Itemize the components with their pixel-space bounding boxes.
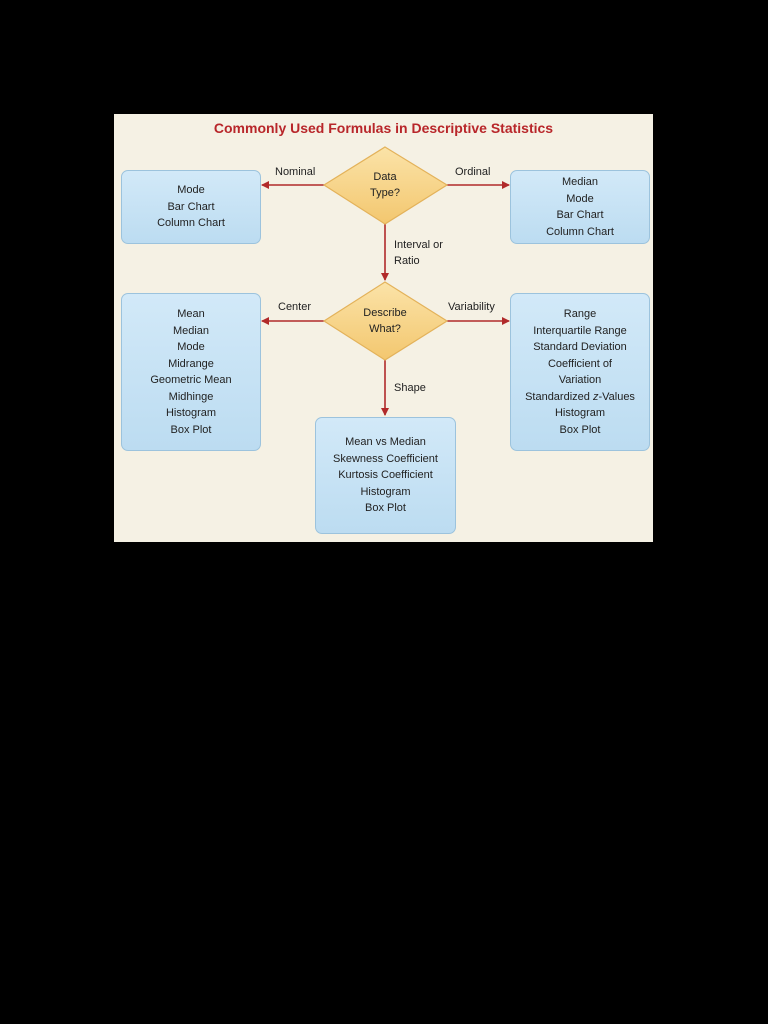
box-shape-item: Skewness Coefficient — [333, 452, 438, 465]
box-shape: Mean vs Median Skewness Coefficient Kurt… — [315, 417, 456, 534]
box-variability-item: Standard Deviation — [533, 341, 627, 353]
box-nominal-item: Column Chart — [157, 217, 225, 230]
edge-label-nominal: Nominal — [275, 166, 316, 178]
diagram-panel: Commonly Used Formulas in Descriptive St… — [114, 114, 653, 542]
edge-label-center: Center — [278, 301, 312, 313]
box-variability-item: Standardized z-Values — [525, 390, 635, 403]
box-variability: Range Interquartile Range Standard Devia… — [510, 293, 650, 451]
box-center-item: Geometric Mean — [150, 374, 232, 386]
box-variability-item: Range — [563, 308, 597, 320]
diagram-connectors — [261, 146, 510, 416]
box-nominal-item: Mode — [177, 184, 205, 197]
box-shape-item: Box Plot — [365, 502, 406, 515]
edge-label-ordinal: Ordinal — [455, 166, 491, 178]
edge-label-interval-2: Ratio — [394, 255, 420, 267]
box-ordinal-item: Bar Chart — [556, 209, 604, 221]
box-center-item: Histogram — [165, 407, 217, 419]
box-center-item: Midhinge — [168, 390, 214, 403]
box-variability-item: Histogram — [554, 407, 606, 419]
edge-label-interval-1: Interval or — [394, 239, 443, 251]
box-ordinal-item: Column Chart — [546, 225, 614, 238]
diagram-title: Commonly Used Formulas in Descriptive St… — [213, 120, 554, 136]
box-variability-item: Interquartile Range — [533, 324, 627, 337]
edge-label-shape: Shape — [394, 382, 426, 394]
box-nominal: Mode Bar Chart Column Chart — [121, 170, 261, 244]
box-center: Mean Median Mode Midrange Geometric Mean… — [121, 293, 261, 451]
box-center-item: Box Plot — [170, 423, 212, 436]
describe-what-text: Describe What? — [345, 305, 425, 337]
describe-what-line-2: What? — [369, 323, 401, 335]
describe-what-line-1: Describe — [363, 307, 407, 319]
data-type-text: Data Type? — [345, 169, 425, 201]
box-ordinal-item: Median — [561, 176, 599, 188]
box-center-item: Midrange — [168, 357, 214, 370]
box-shape-item: Kurtosis Coefficient — [338, 469, 433, 482]
box-shape-item: Histogram — [360, 485, 411, 498]
box-center-item: Mean — [177, 308, 205, 320]
box-variability-item: Coefficient of — [547, 357, 612, 370]
box-center-item: Mode — [177, 341, 205, 353]
decision-diamond-data-type — [322, 146, 449, 225]
edge-label-variability: Variability — [448, 301, 495, 313]
decision-diamond-describe-what — [322, 281, 449, 361]
box-ordinal-item: Mode — [566, 192, 594, 205]
box-shape-item: Mean vs Median — [345, 436, 426, 449]
box-center-item: Median — [172, 324, 210, 337]
box-variability-item: Variation — [558, 374, 602, 386]
data-type-line-2: Type? — [370, 187, 400, 199]
data-type-line-1: Data — [373, 171, 397, 183]
box-variability-item: Box Plot — [559, 423, 601, 436]
box-nominal-item: Bar Chart — [167, 200, 215, 213]
box-ordinal: Median Mode Bar Chart Column Chart — [510, 170, 650, 244]
